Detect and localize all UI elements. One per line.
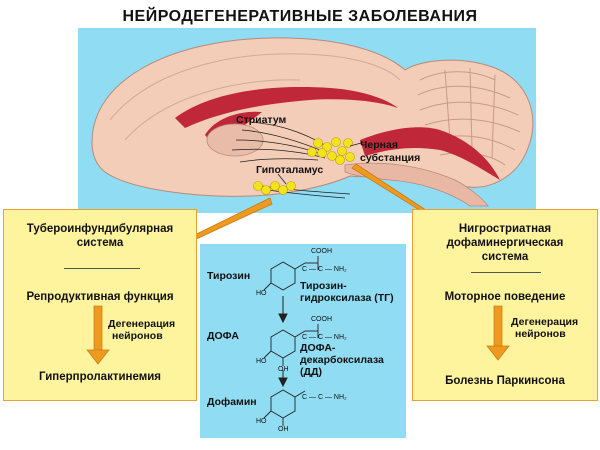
right-title-line1: Нигростриатная	[458, 223, 552, 235]
dopamine-oh: OH	[278, 426, 289, 433]
left-disease: Гиперпролактинемия	[38, 371, 161, 383]
aqueduct	[360, 127, 500, 180]
dopa-group: C — C — NH₂	[302, 334, 347, 341]
right-function: Моторное поведение	[444, 291, 566, 303]
label-dopamine: Дофамин	[207, 396, 257, 408]
label-substantia-line1: Черная	[360, 139, 398, 151]
left-divider	[64, 268, 140, 269]
right-title-line3: система	[481, 251, 529, 263]
label-enzyme1-line1: Тирозин-	[300, 280, 347, 292]
right-degeneration-line2: нейронов	[515, 328, 566, 340]
right-down-arrow	[486, 305, 510, 361]
right-disease: Болезнь Паркинсона	[445, 375, 565, 387]
dopamine-group: C — C — NH₂	[302, 394, 347, 401]
dopamine-ho: HO	[256, 418, 267, 425]
pathway-panel	[200, 244, 406, 438]
left-degeneration-line2: нейронов	[112, 330, 163, 342]
tyrosine-ho: HO	[256, 290, 267, 297]
right-title-line2: дофаминергическая	[446, 237, 564, 249]
right-degeneration-line1: Дегенерация	[511, 316, 579, 328]
hypothalamus-neurons	[253, 181, 296, 195]
dopa-ho: HO	[256, 358, 267, 365]
tyrosine-group: C — C — NH₂	[302, 266, 347, 273]
pathway-arrows	[278, 296, 288, 388]
label-enzyme2-line3: (ДД)	[300, 366, 322, 378]
left-title-line2: система	[76, 237, 124, 249]
label-hypothalamus: Гипоталамус	[256, 164, 324, 176]
right-divider	[471, 272, 541, 273]
label-dopa: ДОФА	[207, 330, 239, 342]
tuberoinfundibular-box: Тубероинфундибулярная система Репродукти…	[3, 209, 197, 401]
substantia-nigra-neurons	[307, 137, 355, 165]
nigrostriatal-box: Нигростриатная дофаминергическая система…	[412, 209, 598, 401]
dopamine-ring	[270, 389, 296, 419]
dopa-oh: OH	[278, 366, 289, 373]
label-enzyme2-line2: декарбоксилаза	[300, 354, 384, 366]
tyrosine-ring	[270, 261, 296, 291]
label-enzyme2-line1: ДОФА-	[300, 342, 336, 354]
left-function: Репродуктивная функция	[26, 291, 174, 303]
label-striatum: Стриатум	[236, 114, 287, 126]
dopa-ring	[270, 329, 296, 359]
tyrosine-cooh: COOH	[311, 248, 332, 255]
label-substantia-line2: субстанция	[360, 152, 421, 164]
dopa-cooh: COOH	[311, 316, 332, 323]
lateral-ventricle	[175, 87, 398, 128]
label-enzyme1-line2: гидроксилаза (ТГ)	[300, 292, 394, 304]
label-tyrosine: Тирозин	[207, 270, 251, 282]
cerebrum-shape	[91, 37, 534, 197]
striatum-region	[206, 123, 264, 157]
left-degeneration-line1: Дегенерация	[108, 318, 176, 330]
page-title: НЕЙРОДЕГЕНЕРАТИВНЫЕ ЗАБОЛЕВАНИЯ	[122, 8, 478, 25]
left-down-arrow	[86, 305, 110, 365]
left-title-line1: Тубероинфундибулярная	[26, 223, 174, 235]
